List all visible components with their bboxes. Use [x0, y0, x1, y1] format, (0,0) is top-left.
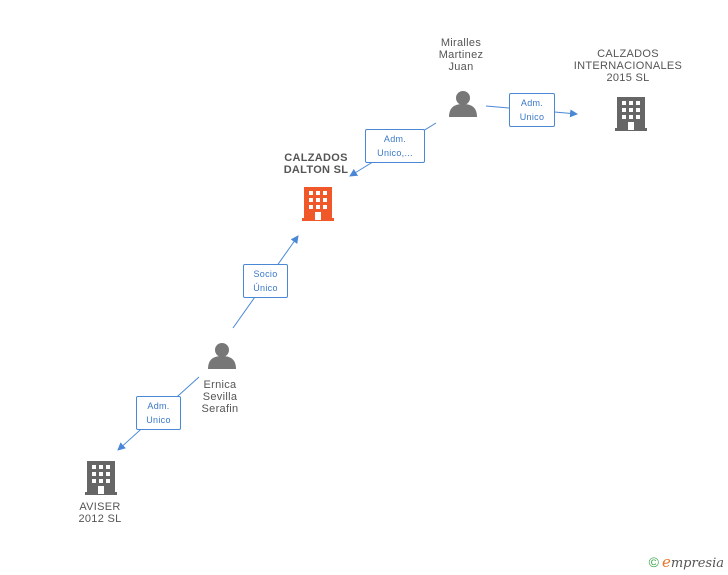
node-label-aviser[interactable]: AVISER 2012 SL: [78, 501, 122, 525]
edge-label-miralles-to-dalton[interactable]: Adm. Unico,...: [365, 129, 425, 163]
edge-label-ernica-to-dalton[interactable]: Socio Único: [243, 264, 288, 298]
node-label-calzados-internacionales[interactable]: CALZADOS INTERNACIONALES 2015 SL: [573, 48, 683, 84]
node-label-ernica[interactable]: Ernica Sevilla Serafin: [201, 379, 239, 415]
building-icon[interactable]: [85, 461, 117, 495]
person-icon[interactable]: [208, 343, 236, 369]
building-icon-focus[interactable]: [302, 187, 334, 221]
copyright-icon: ©: [648, 554, 659, 570]
edge-label-miralles-to-int[interactable]: Adm. Unico: [509, 93, 555, 127]
node-label-miralles[interactable]: Miralles Martinez Juan: [438, 37, 484, 73]
building-icon[interactable]: [615, 97, 647, 131]
node-label-calzados-dalton[interactable]: CALZADOS DALTON SL: [283, 152, 349, 176]
edge-label-ernica-to-aviser[interactable]: Adm. Unico: [136, 396, 181, 430]
person-icon[interactable]: [449, 91, 477, 117]
empresia-logo[interactable]: ©empresia: [648, 553, 724, 571]
